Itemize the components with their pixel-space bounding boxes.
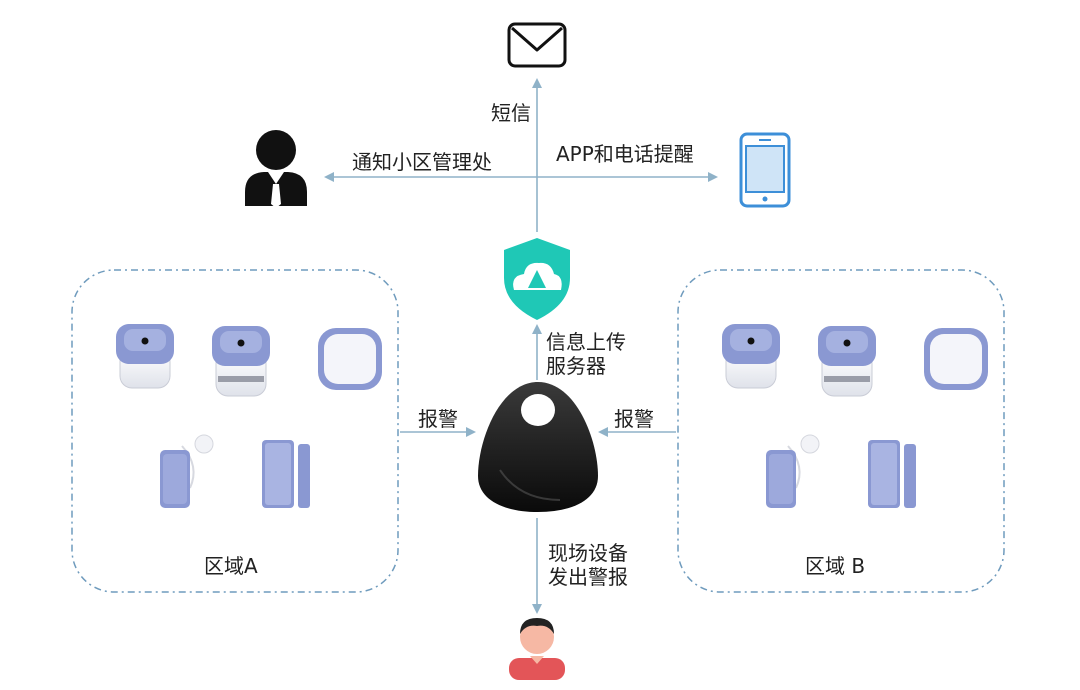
label-sms: 短信: [491, 101, 531, 125]
manager-icon: [245, 130, 307, 208]
gateway-hub: [478, 382, 598, 512]
square-sensor-a: [318, 328, 382, 390]
water-sensor-a: [160, 434, 214, 508]
phone-icon: [739, 132, 791, 208]
zone-b-label: 区域 B: [805, 554, 866, 578]
zone-devices: [116, 324, 988, 508]
label-upload-server: 信息上传 服务器: [546, 330, 626, 378]
label-alarm-left: 报警: [418, 407, 458, 431]
label-alarm-right: 报警: [614, 407, 654, 431]
door-sensor-a: [262, 440, 310, 508]
label-app-phone: APP和电话提醒: [556, 142, 694, 166]
label-onsite-alarm: 现场设备 发出警报: [548, 541, 628, 589]
water-sensor-b: [766, 434, 820, 508]
zone-a-label: 区域A: [204, 554, 258, 578]
door-sensor-b: [868, 440, 916, 508]
smoke-sensor-a-2: [212, 326, 270, 397]
label-notify-manager: 通知小区管理处: [352, 150, 492, 174]
cloud-shield-icon: [504, 238, 570, 320]
smoke-sensor-b-1: [722, 324, 780, 389]
user-icon: [509, 618, 565, 680]
square-sensor-b: [924, 328, 988, 390]
zone-b-border: [677, 269, 1005, 593]
envelope-icon: [507, 22, 567, 68]
smoke-sensor-b-2: [818, 326, 876, 397]
zone-a-border: [71, 269, 399, 593]
smoke-sensor-a-1: [116, 324, 174, 389]
